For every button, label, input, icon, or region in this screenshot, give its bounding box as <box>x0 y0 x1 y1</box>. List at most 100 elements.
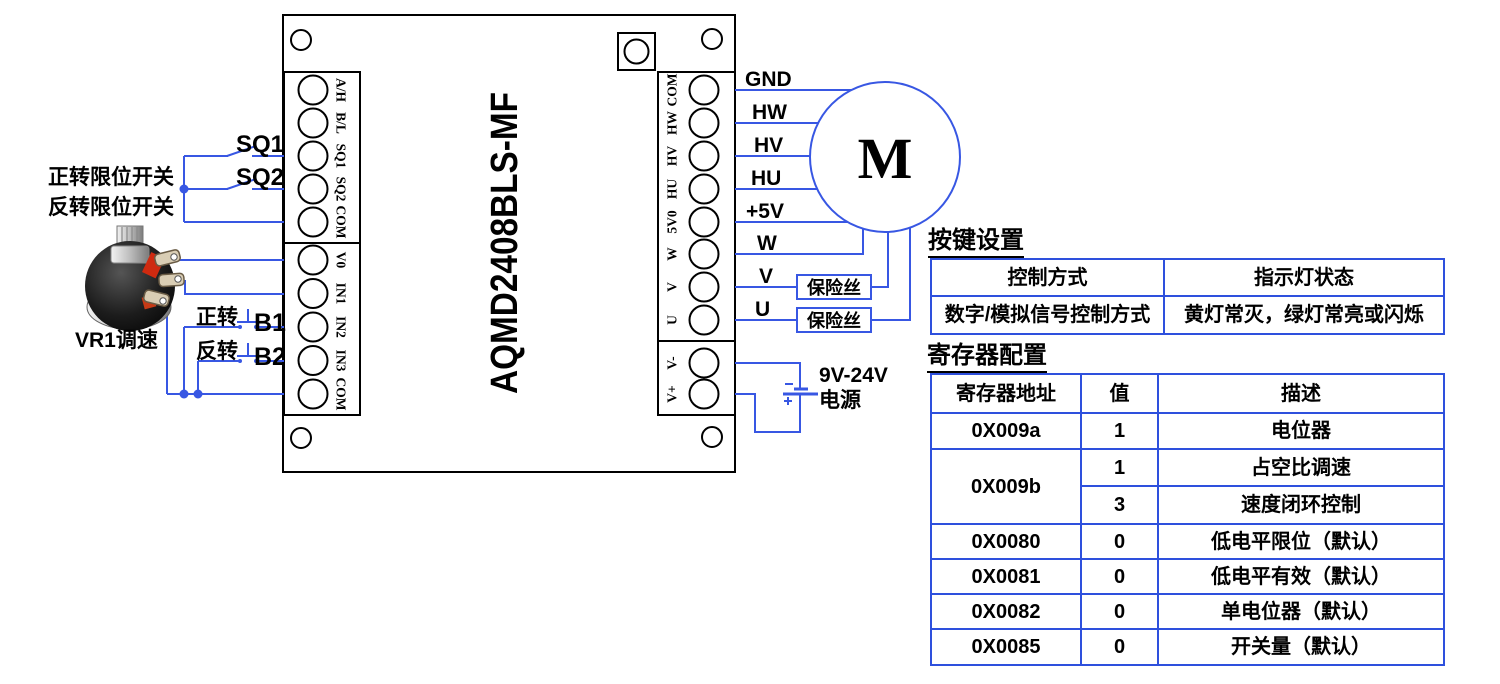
register-header-row: 寄存器地址 值 描述 <box>930 373 1445 414</box>
left-bottom-terminal-labels: V0 IN1 IN2 IN3 COM <box>334 252 349 411</box>
terminal-hole-Vminus <box>688 347 720 379</box>
wire-label-hw: HW <box>752 101 787 124</box>
terminal-label: IN3 <box>334 350 349 372</box>
motor: M <box>809 81 961 233</box>
terminal-hole-W <box>688 238 720 270</box>
register-value-cell: 1 <box>1080 412 1159 450</box>
psu-voltage-label: 9V-24V <box>819 364 888 387</box>
reverse-limit-label: 反转限位开关 <box>48 195 174 219</box>
terminal-label: SQ2 <box>334 177 349 202</box>
register-desc-cell: 单电位器（默认） <box>1157 593 1445 630</box>
terminal-label: COM <box>334 378 349 411</box>
terminal-label: HU <box>665 179 680 200</box>
sq1-label: SQ1 <box>236 131 284 158</box>
wire-v-plus <box>735 393 801 433</box>
register-value-cell: 0 <box>1080 593 1159 630</box>
terminal-label: A/H <box>334 78 349 103</box>
switch-blade-sq1 <box>226 145 257 157</box>
header-register-desc: 描述 <box>1157 373 1445 414</box>
key-settings-title: 按键设置 <box>928 227 1024 258</box>
terminal-label: SQ1 <box>334 144 349 169</box>
register-addr-cell: 0X0082 <box>930 593 1082 630</box>
register-addr-cell: 0X009b <box>930 448 1082 525</box>
terminal-label: V+ <box>665 385 680 402</box>
wire-v-minus <box>735 362 801 389</box>
pot-shaft-knurl <box>121 227 138 249</box>
left-top-terminal-labels: A/H B/L SQ1 SQ2 COM <box>334 78 349 239</box>
wire-v <box>735 232 889 288</box>
board-title: AQMD2408BLS-MF <box>484 92 526 394</box>
switch-blade-sq2 <box>226 178 257 190</box>
battery-plus-sign <box>784 397 792 405</box>
fuse-u-label: 保险丝 <box>806 310 861 331</box>
terminal-hole-SQ1 <box>297 140 329 172</box>
potentiometer-photo <box>85 225 185 331</box>
terminal-hole-AH <box>297 74 329 106</box>
register-value-cell: 0 <box>1080 628 1159 666</box>
terminal-label: IN2 <box>334 316 349 338</box>
button-contact <box>238 325 242 329</box>
terminal-label: HW <box>665 111 680 136</box>
pot-lug-hole <box>170 253 178 261</box>
register-desc-cell: 占空比调速 <box>1157 448 1445 487</box>
register-addr-cell: 0X009a <box>930 412 1082 450</box>
button-b2-symbol <box>237 343 259 357</box>
battery-symbol <box>783 383 818 405</box>
register-row: 0X0081 0 低电平有效（默认） <box>930 558 1445 595</box>
register-addr-cell: 0X0085 <box>930 628 1082 666</box>
mounting-hole <box>701 426 723 448</box>
header-control-mode: 控制方式 <box>930 258 1165 297</box>
psu-label: 电源 <box>819 389 861 412</box>
register-row: 0X0080 0 低电平限位（默认） <box>930 523 1445 560</box>
wire-label-w: W <box>757 232 777 255</box>
mounting-hole <box>290 29 312 51</box>
fuse-box-u <box>796 307 872 333</box>
terminal-label: B/L <box>334 112 349 134</box>
fuse-box-v <box>796 274 872 300</box>
terminal-hole-U <box>688 304 720 336</box>
register-desc-cell: 电位器 <box>1157 412 1445 450</box>
sq2-label: SQ2 <box>236 164 284 191</box>
wire-label-5v: +5V <box>746 200 784 223</box>
motor-label: M <box>858 126 913 191</box>
terminal-hole-BL <box>297 107 329 139</box>
terminal-label: COM <box>665 73 680 106</box>
register-config-title: 寄存器配置 <box>927 342 1047 373</box>
terminal-hole-Vplus <box>688 378 720 410</box>
terminal-label: V0 <box>334 252 349 269</box>
motor-wire-labels: GND HW HV HU +5V W V U <box>745 68 792 321</box>
register-desc-cell: 低电平限位（默认） <box>1157 523 1445 560</box>
register-value-cell: 0 <box>1080 558 1159 595</box>
cell-control-mode: 数字/模拟信号控制方式 <box>930 295 1165 335</box>
terminal-hole-HW <box>688 107 720 139</box>
wire-label-gnd: GND <box>745 68 792 91</box>
pot-bushing <box>110 245 150 264</box>
motor-circle <box>809 81 961 233</box>
b2-label: B2 <box>254 343 286 371</box>
register-row: 0X0085 0 开关量（默认） <box>930 628 1445 666</box>
register-desc-cell: 开关量（默认） <box>1157 628 1445 666</box>
junction-dot <box>193 389 203 399</box>
register-row: 3 速度闭环控制 <box>931 485 1445 525</box>
pot-lug-hole <box>159 297 167 305</box>
forward-button-label: 正转 <box>196 305 238 329</box>
header-register-value: 值 <box>1080 373 1159 414</box>
wire-u <box>735 228 911 321</box>
wire-w <box>735 229 864 255</box>
register-desc-cell: 速度闭环控制 <box>1157 485 1445 525</box>
wire-pot-in1 <box>179 280 284 295</box>
terminal-hole-COM3 <box>688 74 720 106</box>
terminal-hole-V0 <box>297 244 329 276</box>
terminal-label: COM <box>334 206 349 239</box>
button-b1-symbol <box>237 309 259 323</box>
terminal-hole-V <box>688 271 720 303</box>
mounting-hole <box>290 427 312 449</box>
left-side-labels: 正转限位开关 反转限位开关 SQ1 SQ2 正转 B1 反转 B2 VR1调速 <box>48 131 286 371</box>
fuse-v-label: 保险丝 <box>806 277 861 298</box>
controller-board <box>282 14 736 473</box>
register-value-cell: 3 <box>1080 485 1159 525</box>
header-indicator-status: 指示灯状态 <box>1163 258 1445 297</box>
register-addr-cell: 0X0080 <box>930 523 1082 560</box>
terminal-label: V <box>665 282 680 292</box>
